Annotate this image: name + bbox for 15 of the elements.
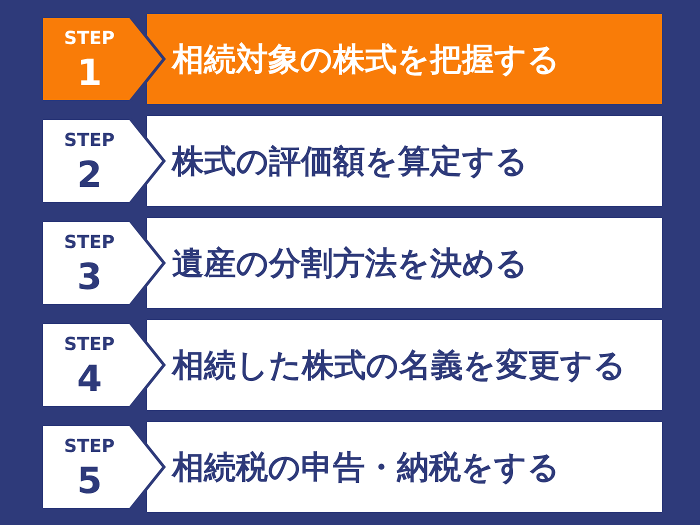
step-number: 2: [77, 158, 102, 194]
step-number: 4: [77, 362, 102, 398]
step-title: 相続税の申告・納税をする: [172, 448, 560, 486]
step-title: 株式の評価額を算定する: [172, 142, 528, 180]
step-label: STEP: [64, 438, 115, 456]
step-number: 3: [77, 260, 102, 296]
step-label: STEP: [64, 234, 115, 252]
step-title: 相続した株式の名義を変更する: [172, 346, 626, 384]
step-label: STEP: [64, 132, 115, 150]
step-label: STEP: [64, 336, 115, 354]
step-label: STEP: [64, 30, 115, 48]
step-title: 遺産の分割方法を決める: [172, 244, 528, 282]
step-title: 相続対象の株式を把握する: [172, 40, 560, 78]
step-number: 1: [77, 56, 102, 92]
step-number: 5: [77, 464, 102, 500]
